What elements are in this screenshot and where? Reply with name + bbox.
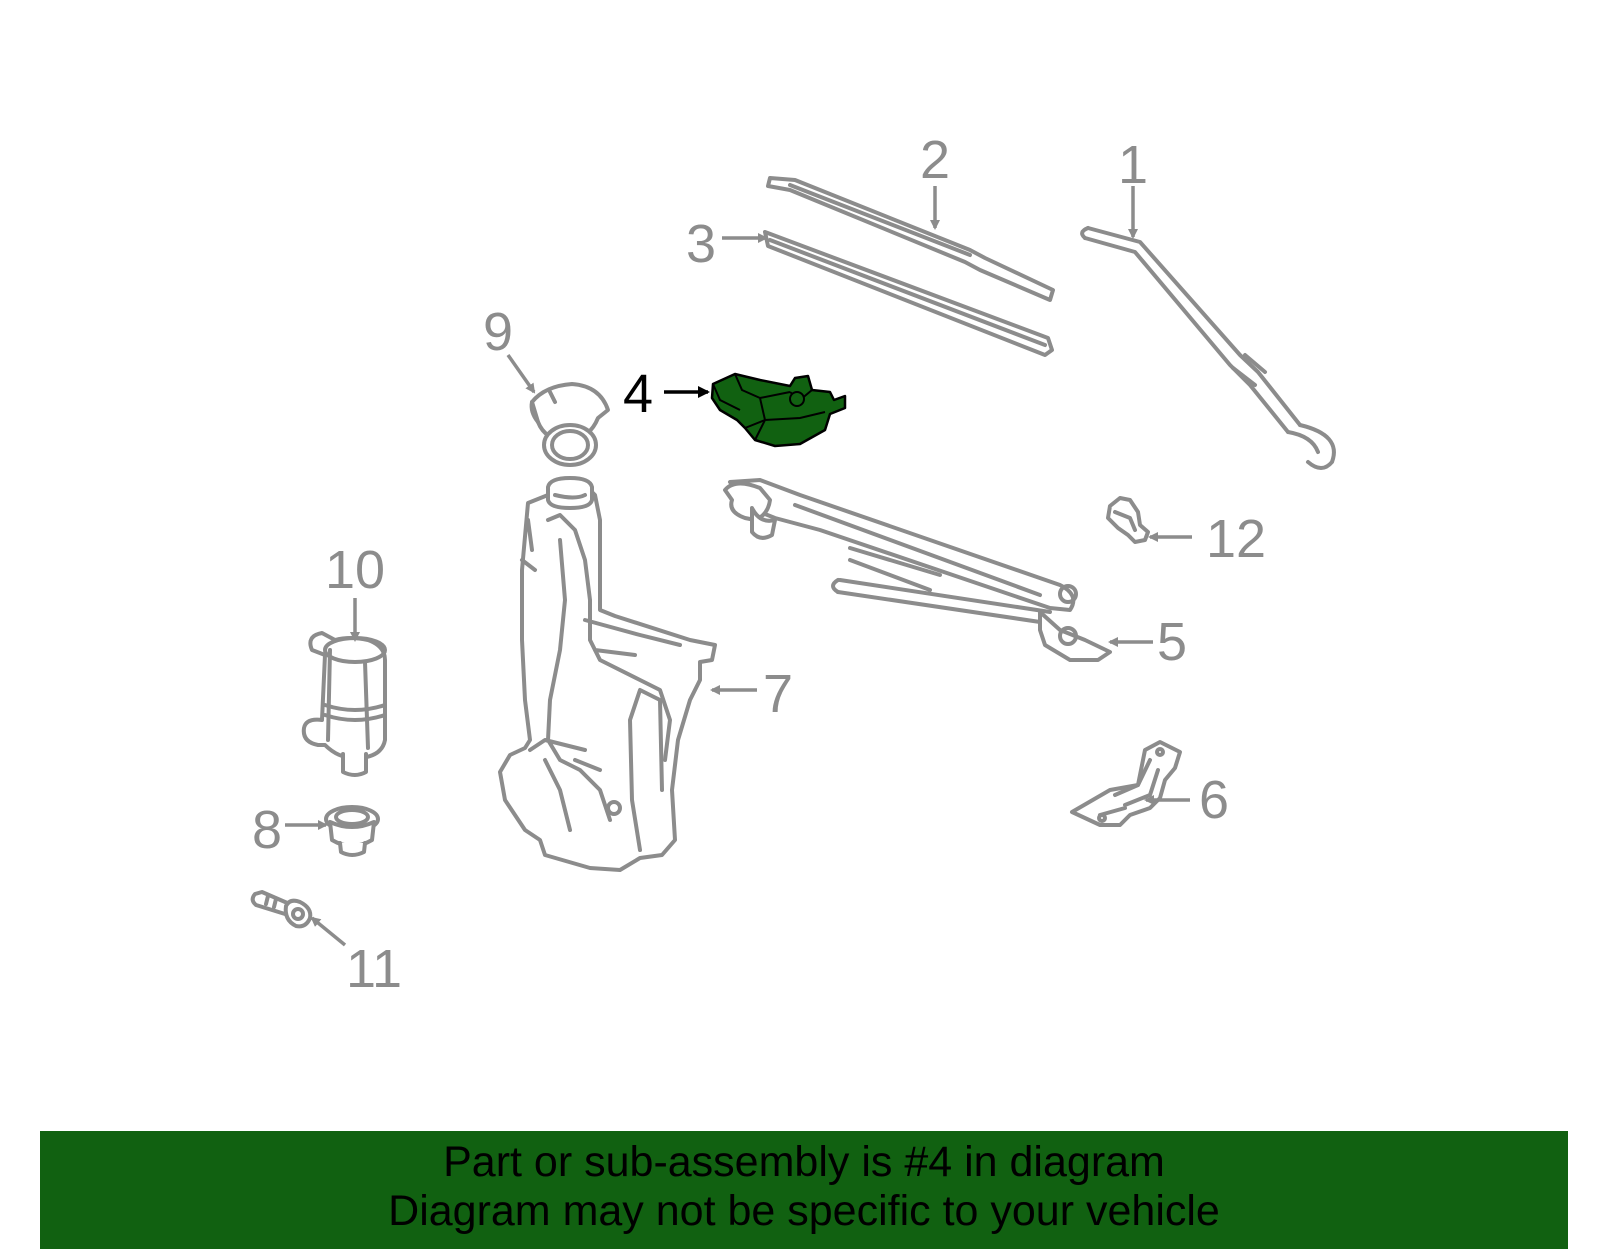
footer-banner: Part or sub-assembly is #4 in diagram Di… (40, 1131, 1568, 1249)
washer-reservoir[interactable] (498, 476, 717, 872)
callout-6: 6 (1199, 770, 1229, 830)
wiper-linkage[interactable] (723, 478, 1112, 662)
footer-line-1: Part or sub-assembly is #4 in diagram (443, 1138, 1165, 1186)
callout-5: 5 (1157, 612, 1187, 672)
washer-pump[interactable] (301, 631, 387, 777)
wiper-blade-frame[interactable] (766, 176, 1055, 302)
callout-1: 1 (1118, 135, 1148, 195)
callout-8: 8 (252, 800, 282, 860)
wiper-blade-insert[interactable] (763, 230, 1054, 357)
washer-nozzle[interactable] (1106, 496, 1150, 544)
grommet[interactable] (324, 805, 380, 857)
callout-labels: 1 2 3 4 5 6 7 8 9 10 11 12 (252, 130, 1266, 999)
footer-line-2: Diagram may not be specific to your vehi… (388, 1187, 1220, 1235)
callout-arrows (285, 186, 1192, 947)
callout-10: 10 (325, 540, 385, 600)
callout-4: 4 (623, 364, 653, 424)
callout-7: 7 (763, 664, 793, 724)
callout-12: 12 (1206, 509, 1266, 569)
callout-3: 3 (686, 214, 716, 274)
screw[interactable] (250, 890, 313, 929)
reservoir-cap[interactable] (529, 382, 610, 467)
wiper-motor-highlighted[interactable] (710, 372, 847, 448)
bracket[interactable] (1070, 740, 1182, 827)
callout-9: 9 (483, 302, 513, 362)
callout-11: 11 (346, 939, 402, 999)
callout-2: 2 (920, 130, 950, 190)
wiper-arm[interactable] (1080, 226, 1336, 470)
